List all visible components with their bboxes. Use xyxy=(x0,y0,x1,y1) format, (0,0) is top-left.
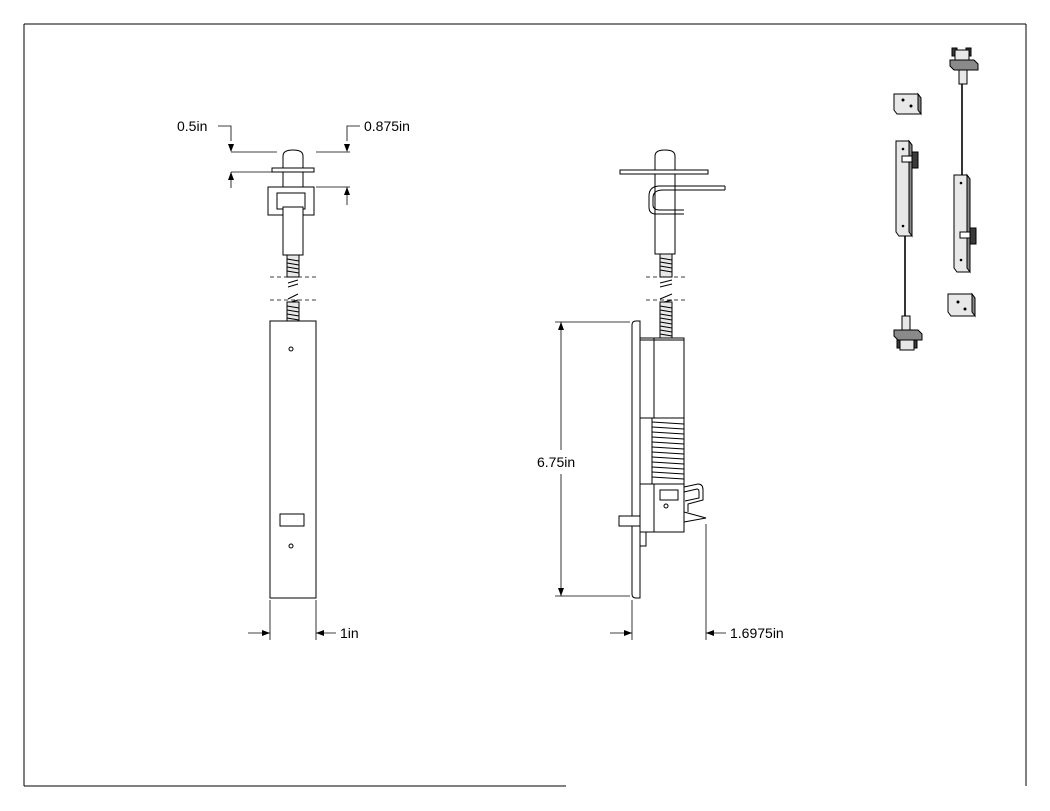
front-break xyxy=(270,276,316,304)
side-mounting-plate xyxy=(631,320,641,599)
side-rod-top xyxy=(659,253,673,278)
side-dimensions: 6.75in 1.6975in xyxy=(537,321,784,641)
dim-body-length: 6.75in xyxy=(537,454,575,470)
dim-body-depth: 1.6975in xyxy=(730,625,784,641)
iso-bolt-right xyxy=(949,47,979,274)
side-housing xyxy=(639,337,685,419)
iso-strike-plate-bottom xyxy=(947,292,976,318)
dim-body-width: 1in xyxy=(340,625,359,641)
dim-head-height: 0.875in xyxy=(364,118,410,134)
front-pin xyxy=(267,149,315,256)
front-body xyxy=(269,320,317,599)
iso-bolt-left xyxy=(893,139,923,351)
side-spring xyxy=(651,417,685,485)
side-break xyxy=(646,276,688,304)
side-rod-bottom xyxy=(659,301,673,339)
side-view xyxy=(618,149,726,599)
front-view xyxy=(267,149,317,599)
side-pin xyxy=(619,149,726,255)
dim-pin-diameter: 0.5in xyxy=(177,118,207,134)
drawing-border xyxy=(23,23,1027,787)
front-rod-top xyxy=(286,254,300,278)
side-lever xyxy=(618,483,707,547)
front-rod-bottom xyxy=(286,301,300,323)
isometric-view xyxy=(893,47,979,351)
front-dimensions: 0.5in 0.875in 1in xyxy=(177,118,410,641)
iso-strike-plate-top xyxy=(893,92,922,116)
